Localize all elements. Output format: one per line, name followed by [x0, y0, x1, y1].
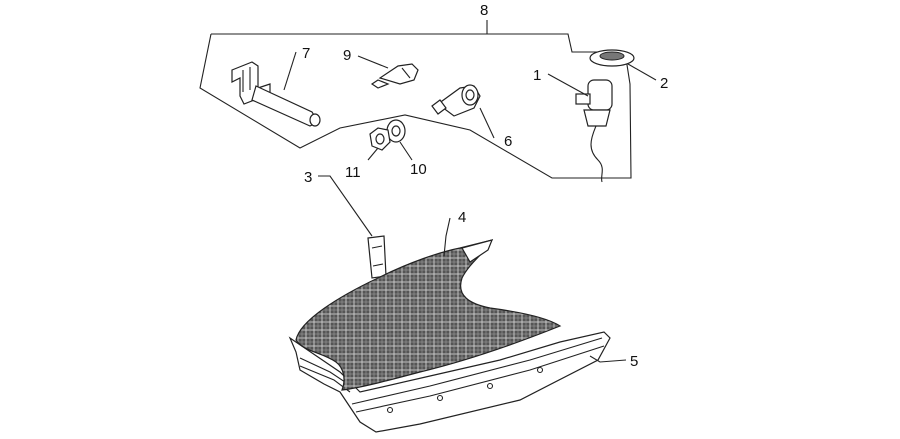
callout-labels: 8 7 9 1 2 6 11 10 3 4 5: [302, 2, 668, 370]
callout-5: 5: [630, 353, 638, 370]
part-2-grommet: [589, 49, 635, 67]
part-10-washer: [386, 119, 406, 143]
part-3-bracket-plate: [367, 235, 387, 279]
part-9-key: [370, 63, 419, 89]
part-7-bracket-shaft: [231, 61, 321, 127]
callout-11: 11: [345, 164, 361, 181]
callout-6: 6: [504, 133, 512, 150]
part-11-nut: [369, 127, 391, 151]
callout-1: 1: [533, 67, 541, 84]
callout-10: 10: [410, 161, 427, 178]
leader-lines: [283, 51, 657, 363]
callout-9: 9: [343, 47, 351, 64]
kit-outline: [199, 20, 632, 179]
callout-2: 2: [660, 75, 668, 92]
callout-3: 3: [304, 169, 312, 186]
callout-7: 7: [302, 45, 310, 62]
callout-8: 8: [480, 2, 488, 19]
part-4-floor-mat: [295, 239, 562, 391]
callout-4: 4: [458, 209, 466, 226]
part-1-ignition-switch: [575, 79, 613, 183]
part-6-lock-cylinder: [431, 84, 481, 117]
